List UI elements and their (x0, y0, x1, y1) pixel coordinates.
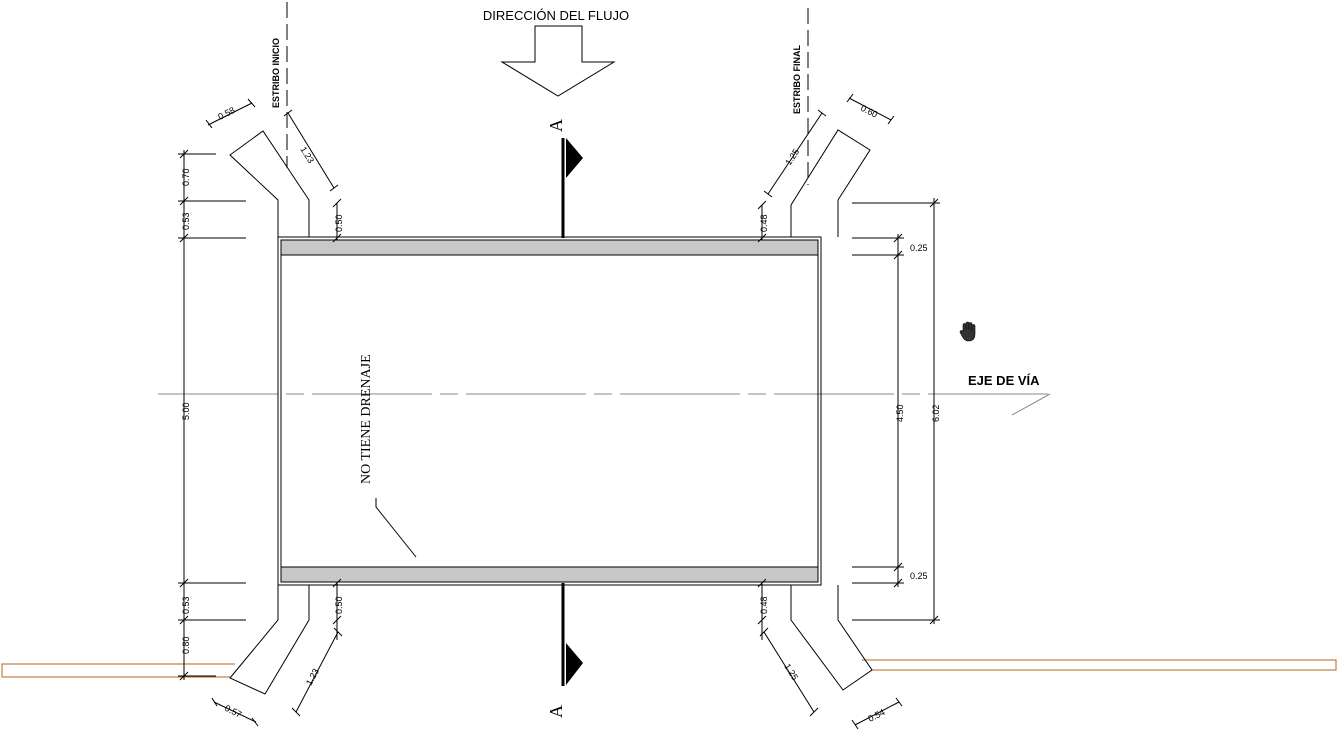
section-arrow-bottom-icon (566, 643, 583, 685)
dim-bl-v3: 0.80 (181, 636, 191, 654)
dim-tr-diag: 1.25 (783, 147, 801, 167)
section-label-bottom: A (546, 705, 566, 718)
dim-tl-width: 0.58 (216, 105, 236, 122)
road-edges (1, 659, 1337, 678)
road-edge-right (862, 659, 1337, 671)
deck-outer (277, 236, 822, 586)
dim-br-width: 0.54 (866, 707, 886, 724)
dim-tl-v2: 0.53 (181, 212, 191, 230)
dim-tl-v3: 0.50 (334, 214, 344, 232)
curb-top (280, 239, 819, 256)
dim-tl-v1: 0.70 (181, 168, 191, 186)
flow-arrow: DIRECCIÓN DEL FLUJO (483, 8, 629, 97)
estribo-final-label: ESTRIBO FINAL (792, 44, 802, 114)
hand-icon (959, 321, 976, 342)
dim-right-top: 0.25 (910, 243, 928, 253)
dimension-texts: 0.58 1.23 0.70 0.53 0.50 5.00 0.53 0.50 … (181, 103, 941, 724)
flow-direction-label: DIRECCIÓN DEL FLUJO (483, 8, 629, 23)
dim-right-total: 6.02 (931, 404, 941, 422)
road-axis (158, 393, 1051, 416)
wing-wall-bottom-right (790, 585, 873, 691)
dim-left-total: 5.00 (181, 402, 191, 420)
dim-bl-width: 0.57 (223, 703, 243, 720)
dim-right-bottom: 0.25 (910, 571, 928, 581)
wing-wall-top-left (229, 130, 310, 237)
dim-tr-v: 0.48 (759, 214, 769, 232)
estribo-inicio-label: ESTRIBO INICIO (271, 38, 281, 108)
section-cut-top: A (546, 119, 583, 238)
dim-br-diag: 1.25 (782, 662, 800, 682)
eje-de-via-label: EJE DE VÍA (968, 373, 1040, 388)
dim-right-mid: 4.50 (895, 404, 905, 422)
curb-bottom (280, 566, 819, 583)
dimension-lines (178, 93, 940, 730)
section-arrow-top-icon (566, 138, 583, 178)
section-cut-bottom: A (546, 583, 583, 718)
dim-br-v: 0.48 (759, 596, 769, 614)
road-edge-left (1, 663, 235, 678)
wing-walls (229, 129, 873, 695)
section-label-top: A (546, 119, 566, 132)
bridge-deck (277, 236, 822, 586)
flow-arrow-icon (500, 25, 616, 97)
dim-bl-v1: 0.53 (181, 596, 191, 614)
dim-bl-v2: 0.50 (334, 596, 344, 614)
dim-tr-width: 0.60 (859, 103, 879, 120)
no-drenaje-label: NO TIENE DRENAJE (359, 354, 374, 484)
abutment-axes (286, 2, 809, 185)
wing-wall-bottom-left (229, 585, 310, 695)
drainage-note: NO TIENE DRENAJE (359, 354, 417, 558)
wing-wall-top-right (790, 129, 871, 237)
dim-tl-diag: 1.23 (298, 145, 316, 165)
